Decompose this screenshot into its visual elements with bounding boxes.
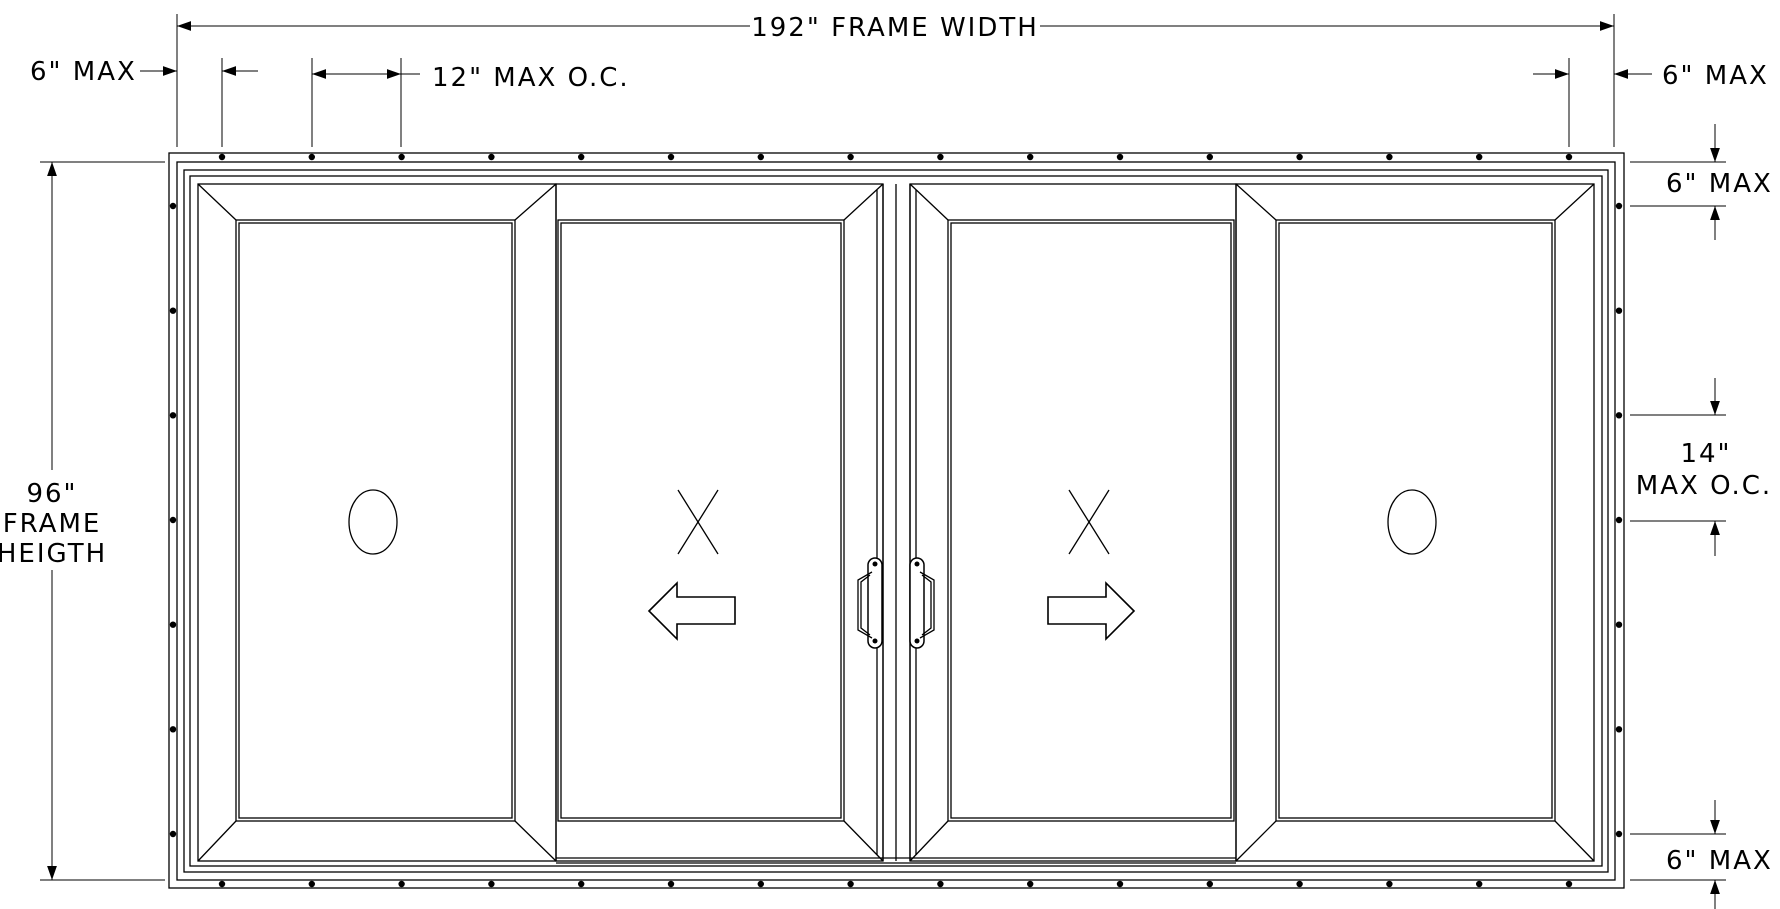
door-frame (168, 152, 1625, 889)
arrow-left-icon (647, 581, 736, 641)
fasteners-top (218, 153, 1573, 161)
panel-slider-right (909, 183, 1237, 862)
fastener-dot (1615, 412, 1623, 419)
fastener-dot (169, 412, 177, 419)
fastener-dot (1565, 153, 1573, 161)
frame-height-line2: HEIGTH (0, 539, 107, 569)
operable-symbol-left (677, 489, 719, 555)
top-spacing-dimension: 12" MAX O.C. (311, 58, 630, 147)
fixed-symbol-right (1387, 489, 1437, 555)
top-right-edge-label: 6" MAX (1662, 61, 1769, 91)
top-left-edge-dimension: 6" MAX (30, 57, 258, 147)
top-left-edge-label: 6" MAX (30, 57, 137, 87)
right-top-edge-label: 6" MAX (1666, 169, 1773, 199)
fastener-dot (1476, 880, 1483, 888)
fasteners-bottom (218, 880, 1573, 888)
fastener-dot (1027, 880, 1034, 888)
panel-fixed-left (197, 183, 557, 862)
panel-fixed-right (1235, 183, 1595, 862)
fastener-dot (1615, 307, 1623, 314)
fastener-dot (308, 880, 315, 888)
fastener-dot (1206, 153, 1214, 161)
handle-left (857, 557, 883, 649)
fastener-dot (488, 153, 495, 161)
fastener-dot (169, 830, 177, 838)
fastener-dot (847, 880, 854, 888)
fastener-dot (937, 880, 944, 888)
frame-height-value: 96" (26, 479, 77, 509)
fastener-dot (1206, 880, 1214, 888)
handle-right (909, 557, 935, 649)
fastener-dot (1116, 153, 1124, 161)
fastener-dot (937, 153, 944, 161)
fastener-dot (1565, 880, 1573, 888)
fastener-dot (667, 880, 675, 888)
fastener-dot (757, 880, 764, 888)
frame-width-dimension: 192" FRAME WIDTH (176, 13, 1615, 147)
right-spacing-value: 14" (1680, 439, 1731, 469)
fastener-dot (398, 153, 405, 161)
fastener-dot (578, 153, 585, 161)
fastener-dot (1615, 830, 1623, 838)
fastener-dot (667, 153, 675, 161)
fastener-dot (1615, 202, 1623, 210)
fastener-dot (169, 307, 177, 314)
fastener-dot (169, 202, 177, 210)
frame-width-label: 192" FRAME WIDTH (751, 13, 1039, 43)
fasteners-left (169, 202, 177, 838)
fastener-dot (1615, 516, 1623, 524)
fastener-dot (578, 880, 585, 888)
fastener-dot (169, 726, 177, 733)
top-right-edge-dimension: 6" MAX (1533, 58, 1769, 147)
fastener-dot (169, 621, 177, 628)
right-spacing-label: MAX O.C. (1636, 471, 1772, 501)
right-bottom-edge-label: 6" MAX (1666, 846, 1773, 876)
panel-slider-left (555, 183, 884, 862)
right-top-edge-dimension: 6" MAX (1630, 124, 1773, 240)
fastener-dot (1615, 621, 1623, 628)
fastener-dot (1296, 880, 1303, 888)
operable-symbol-right (1068, 489, 1110, 555)
fastener-dot (218, 880, 226, 888)
fastener-dot (1116, 880, 1124, 888)
right-bottom-edge-dimension: 6" MAX (1630, 800, 1773, 909)
fastener-dot (1296, 153, 1303, 161)
fixed-symbol-left (348, 489, 398, 555)
right-spacing-dimension: 14" MAX O.C. (1630, 378, 1772, 556)
fastener-dot (488, 880, 495, 888)
fastener-dot (169, 516, 177, 524)
arrow-right-icon (1047, 581, 1136, 641)
fastener-dot (1386, 880, 1393, 888)
fastener-dot (1027, 153, 1034, 161)
meeting-stile (882, 184, 911, 861)
fastener-dot (398, 880, 405, 888)
frame-height-dimension: 96" FRAME HEIGTH (0, 161, 165, 881)
fastener-dot (1615, 726, 1623, 733)
fastener-dot (1386, 153, 1393, 161)
fastener-dot (757, 153, 764, 161)
fastener-dot (847, 153, 854, 161)
fastener-dot (218, 153, 226, 161)
fastener-dot (1476, 153, 1483, 161)
fastener-dot (308, 153, 315, 161)
frame-height-line1: FRAME (3, 509, 102, 539)
fasteners-right (1615, 202, 1623, 838)
top-spacing-label: 12" MAX O.C. (432, 63, 630, 93)
